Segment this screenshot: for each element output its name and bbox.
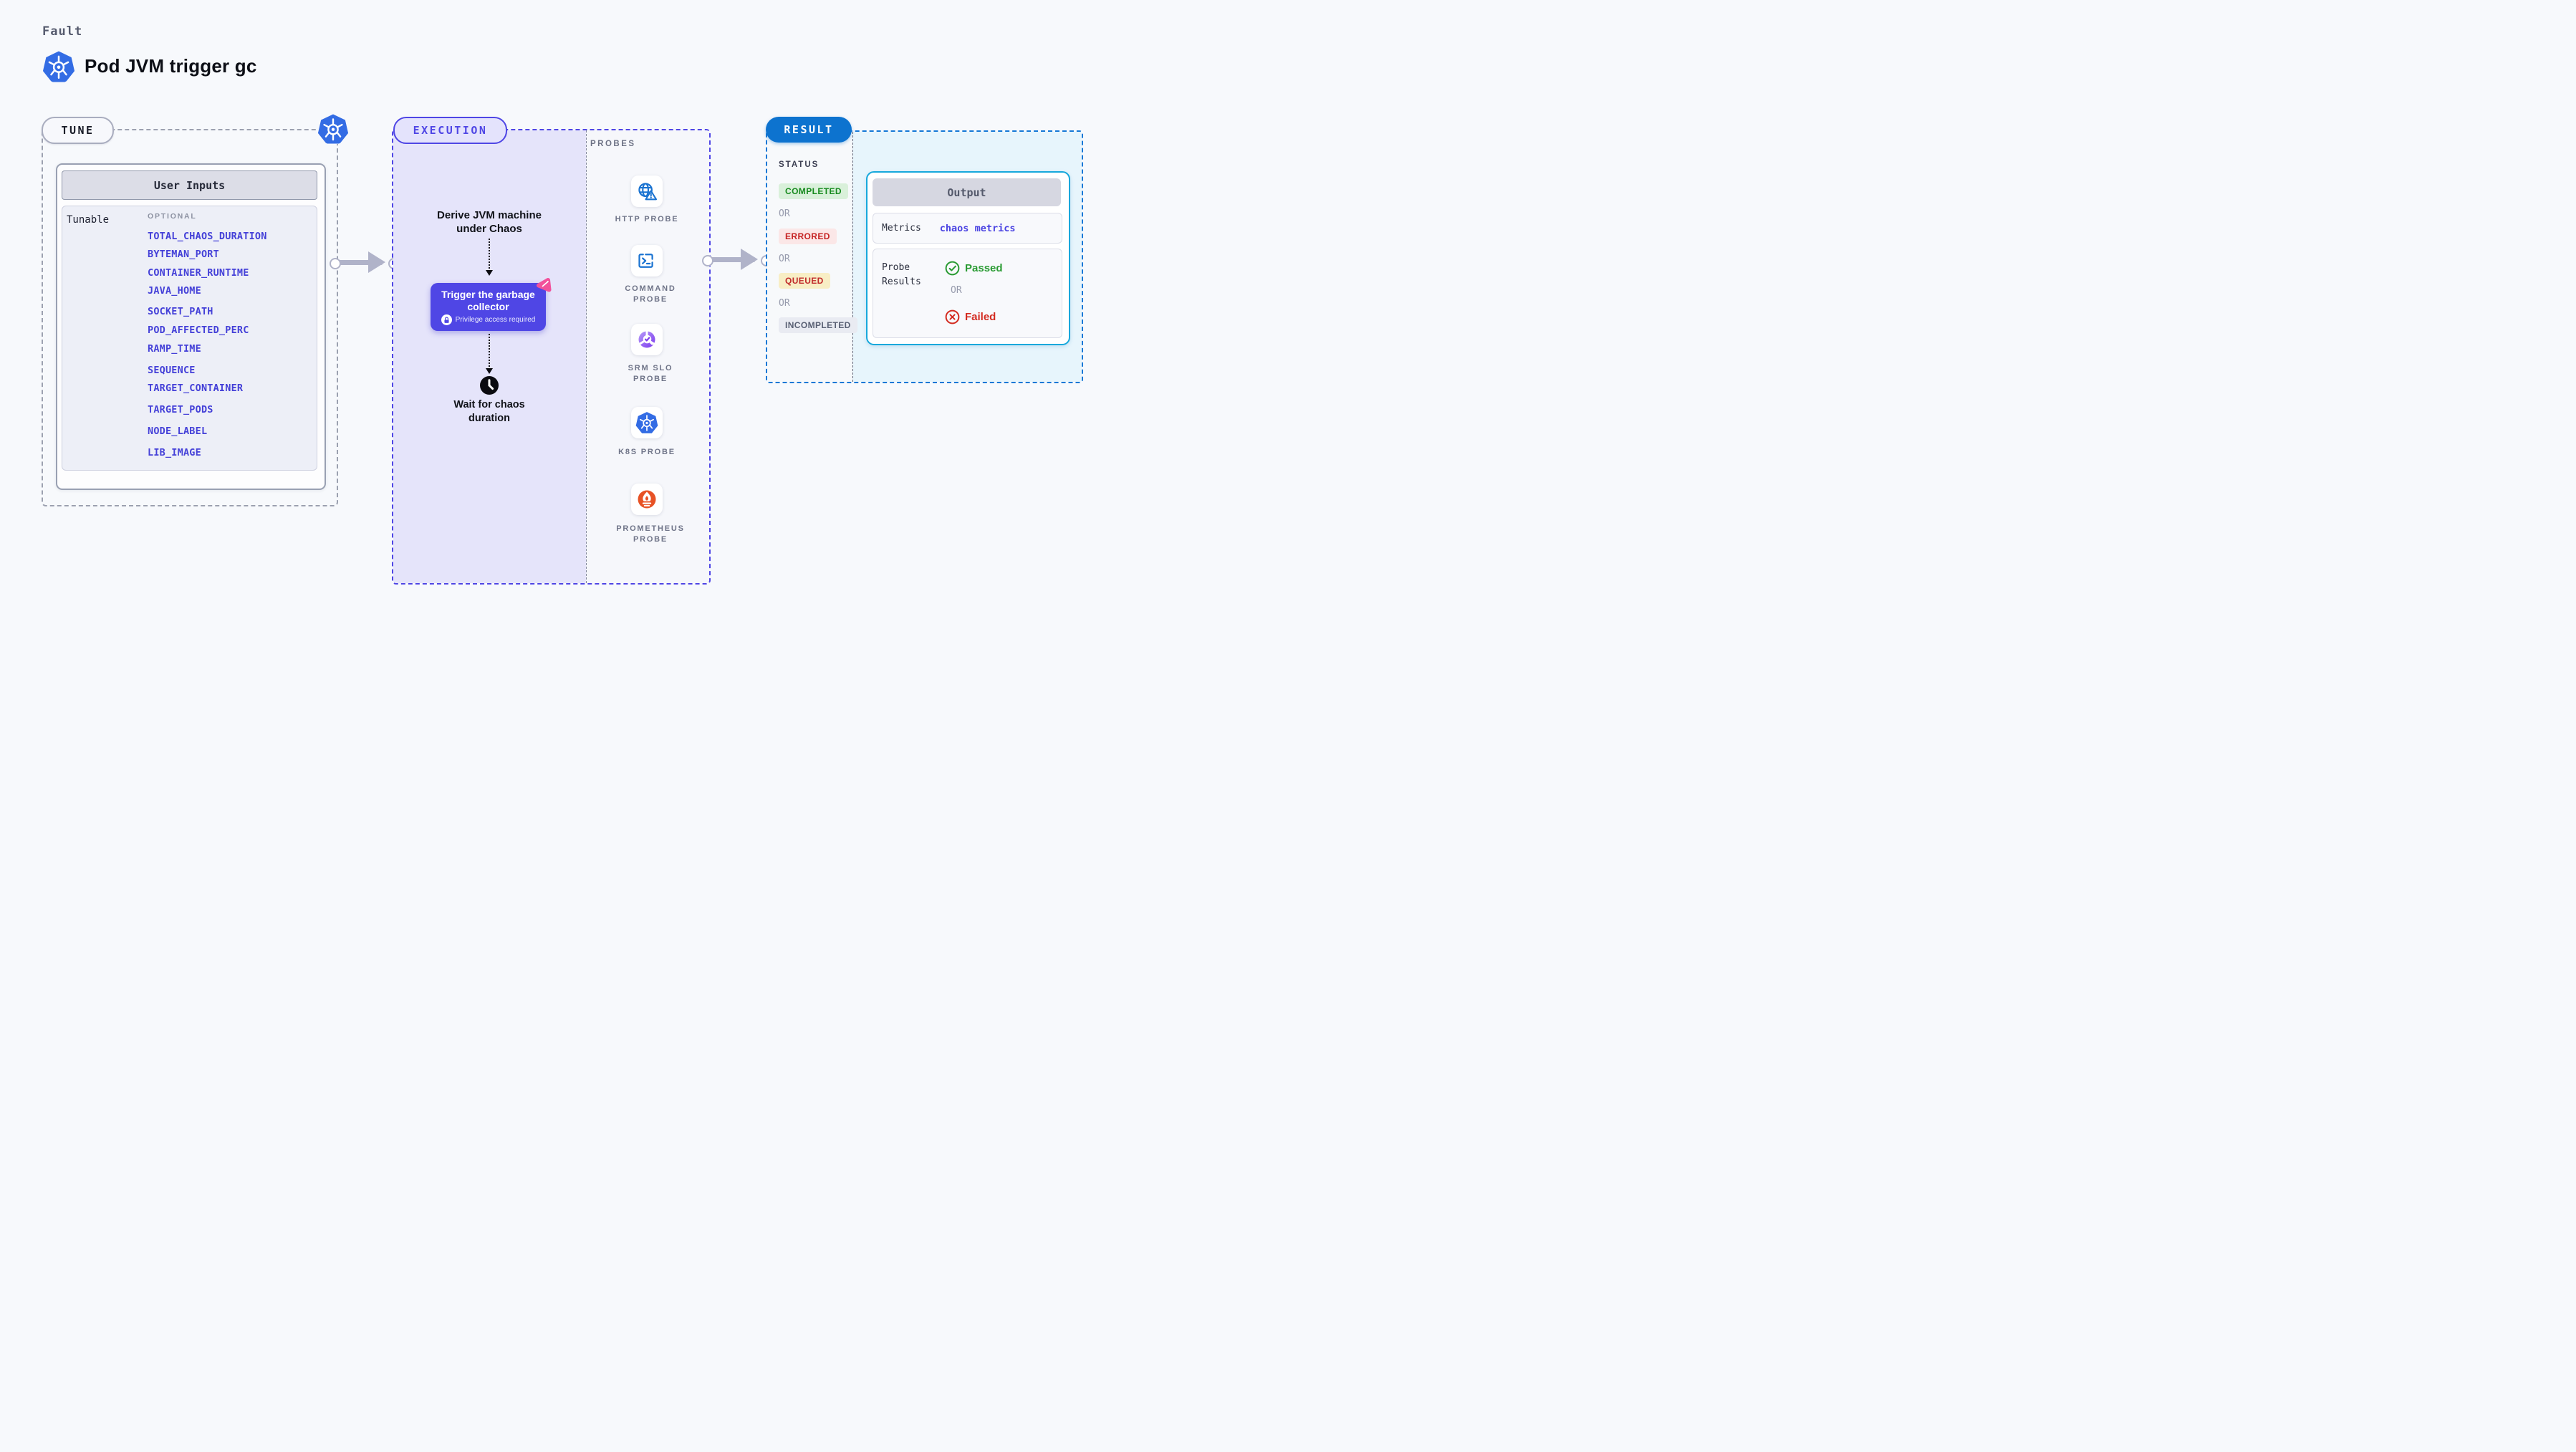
connector-arrowhead [368,251,385,273]
execution-section-box [392,129,711,585]
or-label: OR [779,254,790,264]
http-probe-card[interactable] [631,176,663,207]
tune-param: TOTAL_CHAOS_DURATION [148,231,267,242]
flow-dotted-connector [489,239,490,269]
kubernetes-icon [317,113,349,145]
command-probe-label: COMMAND PROBE [625,284,676,304]
probe-results-label: Probe Results [882,262,921,287]
tunable-label: Tunable [67,214,110,226]
tune-section-box [42,129,338,506]
srm-slo-probe-label: SRM SLO PROBE [628,364,673,383]
connector-dot [330,258,341,269]
probes-title: PROBES [590,140,636,148]
prometheus-icon [638,490,656,509]
globe-alert-icon [638,183,658,201]
http-probe-label: HTTP PROBE [615,215,679,223]
prometheus-probe-card[interactable] [631,484,663,515]
optional-label: OPTIONAL [148,212,197,221]
connector-dot [702,255,713,266]
or-label: OR [951,285,962,296]
failed-label: Failed [965,311,996,323]
privilege-label: Privilege access required [455,316,536,324]
check-circle-icon [945,261,960,276]
passed-status: Passed [945,261,1003,276]
lock-icon [441,314,452,326]
status-badge-errored: ERRORED [779,229,837,244]
flow-arrowhead [486,368,493,374]
tune-param: RAMP_TIME [148,343,201,355]
prometheus-probe-label: PROMETHEUS PROBE [616,524,685,544]
tune-param: TARGET_PODS [148,404,213,415]
command-probe-card[interactable] [631,245,663,277]
tune-param: POD_AFFECTED_PERC [148,324,249,336]
tunable-list-panel [62,206,317,471]
kubernetes-icon [635,412,658,433]
passed-label: Passed [965,262,1003,274]
tune-param: CONTAINER_RUNTIME [148,267,249,279]
connector-line [708,257,755,262]
srm-slo-probe-card[interactable] [631,324,663,355]
trigger-gc-label: Trigger the garbage collector [441,288,535,312]
metrics-row: Metrics chaos metrics [873,213,1062,244]
slo-gauge-icon [638,330,655,348]
connector-arrowhead [741,249,758,270]
or-label: OR [779,208,790,219]
chaos-cursor-icon [537,278,552,292]
user-inputs-header: User Inputs [62,170,317,200]
probe-results-row: Probe Results Passed OR Failed [873,249,1062,338]
tune-param: SOCKET_PATH [148,306,213,317]
flow-dotted-connector [489,334,490,367]
status-badge-queued: QUEUED [779,273,830,289]
tune-param: BYTEMAN_PORT [148,249,219,260]
status-badge-completed: COMPLETED [779,183,848,199]
metrics-value-link[interactable]: chaos metrics [939,222,1016,234]
fault-diagram: Fault Pod JVM trigger gc TUNE Use [0,0,1123,633]
privilege-row: Privilege access required [441,314,536,326]
failed-status: Failed [945,309,996,324]
status-label: STATUS [779,160,820,169]
execution-section-badge[interactable]: EXECUTION [393,117,507,144]
status-column [767,132,852,382]
wait-chaos-node: Wait for chaos duration [453,399,525,424]
flow-arrowhead [486,270,493,276]
metrics-label: Metrics [882,223,921,234]
trigger-gc-node[interactable]: Trigger the garbage collector Privilege … [431,283,546,331]
tune-param: LIB_IMAGE [148,447,201,458]
tune-param: SEQUENCE [148,365,196,376]
clock-icon [480,376,499,395]
tune-param: JAVA_HOME [148,285,201,297]
result-section-badge[interactable]: RESULT [766,117,852,143]
page-title: Pod JVM trigger gc [85,55,257,77]
status-badge-incompleted: INCOMPLETED [779,317,857,333]
fault-kicker: Fault [42,24,83,39]
connector-line [335,260,383,265]
k8s-probe-card[interactable] [631,407,663,438]
output-header: Output [873,178,1061,206]
or-label: OR [779,298,790,309]
tune-section-badge[interactable]: TUNE [42,117,114,144]
derive-jvm-node: Derive JVM machine under Chaos [437,209,542,236]
terminal-icon [638,254,653,268]
tune-param: NODE_LABEL [148,425,208,437]
kubernetes-icon [42,51,75,82]
x-circle-icon [945,309,960,324]
tune-param: TARGET_CONTAINER [148,383,244,394]
k8s-probe-label: K8S PROBE [618,448,676,456]
